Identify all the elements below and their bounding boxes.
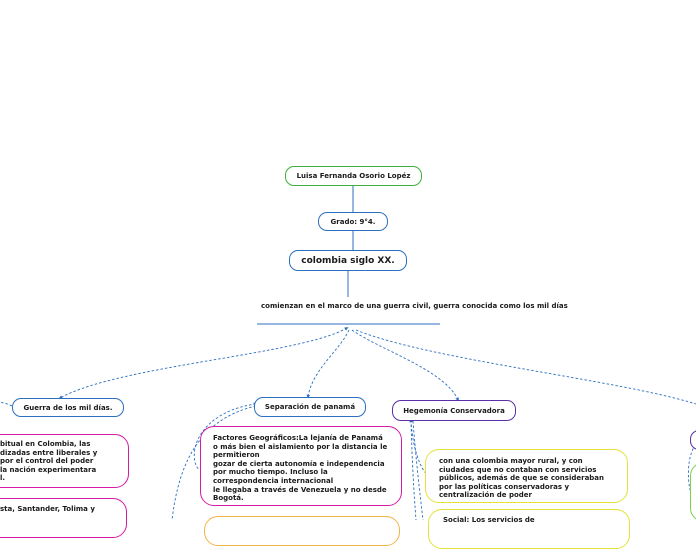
hegemony-rural-line-4: por las políticas conservadoras y <box>439 482 570 491</box>
intro-line-1: comienzan en el marco de una guerra civi… <box>261 302 431 310</box>
grade-node[interactable]: Grado: 9°4. <box>318 212 388 231</box>
grade-label: Grado: 9°4. <box>330 217 376 226</box>
panama-geo-line-3: permitieron <box>213 451 260 460</box>
war-detail-card[interactable]: bitual en Colombia, las dizadas entre li… <box>0 434 129 488</box>
intro-note[interactable]: comienzan en el marco de una guerra civi… <box>261 302 568 311</box>
hegemony-social-card[interactable]: Social: Los servicios de <box>428 509 630 549</box>
branch-panama-label: Separación de panamá <box>264 403 356 411</box>
panama-geo-line-8: Bogotá. <box>213 494 244 503</box>
panama-geography-card[interactable]: Factores Geográficos:La lejanía de Panam… <box>200 426 402 506</box>
hegemony-rural-line-1: con una colombia mayor rural, y con <box>439 457 583 465</box>
panama-geo-line-7: le llegaba a través de Venezuela y no de… <box>213 485 387 494</box>
connector-hegemony-down <box>410 419 417 520</box>
war-detail-line-1: bitual en Colombia, las <box>0 440 91 448</box>
connector-hub-right <box>355 329 696 405</box>
connector-hub-panama <box>306 329 350 399</box>
connector-war-left <box>0 401 13 407</box>
connector-hegemony-down-2 <box>412 420 424 520</box>
branch-hegemony-node[interactable]: Hegemonía Conservadora <box>392 400 516 421</box>
hegemony-rural-line-5: centralización de poder <box>439 491 533 500</box>
author-node[interactable]: Luisa Fernanda Osorio Lopéz <box>285 166 422 186</box>
war-detail-line-2: dizadas entre liberales y <box>0 448 98 457</box>
main-topic-label: colombia siglo XX. <box>301 255 395 266</box>
panama-geo-line-6: correspondencia internacional <box>213 476 334 485</box>
connector-hub-war <box>58 327 349 399</box>
branch-hegemony-label: Hegemonía Conservadora <box>403 406 505 415</box>
war-detail-line-5: l. <box>0 474 6 483</box>
hegemony-rural-card[interactable]: con una colombia mayor rural, y con ciud… <box>425 449 628 503</box>
panama-geo-line-1: Factores Geográficos:La lejanía de Panam… <box>213 434 383 442</box>
right-lime-card[interactable] <box>690 462 696 522</box>
hegemony-rural-line-3: públicos, además de que se consideraban <box>439 474 605 483</box>
war-regions-line-1: sta, Santander, Tolima y <box>0 505 95 513</box>
panama-geo-line-5: por mucho tiempo. Incluso la <box>213 468 328 477</box>
main-topic-node[interactable]: colombia siglo XX. <box>289 250 407 271</box>
panama-geo-line-4: gozar de cierta autonomía e independenci… <box>213 459 385 468</box>
branch-panama-node[interactable]: Separación de panamá <box>254 397 366 417</box>
war-detail-line-4: la nación experimentara <box>0 465 97 474</box>
hegemony-social-line-1: Social: Los servicios de <box>443 516 535 524</box>
branch-war-label: Guerra de los mil días. <box>23 403 113 412</box>
connector-panama-card <box>193 402 258 472</box>
connector-panama-down <box>171 405 257 520</box>
connector-hub-hegemony <box>351 329 459 402</box>
hegemony-rural-line-2: ciudades que no contaban con servicios <box>439 465 597 474</box>
panama-second-card[interactable] <box>204 516 400 546</box>
branch-war-node[interactable]: Guerra de los mil días. <box>12 398 124 417</box>
war-detail-line-3: por el control del poder <box>0 457 94 466</box>
author-label: Luisa Fernanda Osorio Lopéz <box>296 172 411 180</box>
war-regions-card[interactable]: sta, Santander, Tolima y <box>0 498 127 538</box>
intro-line-2: guerra conocida como los mil días <box>433 302 568 310</box>
panama-geo-line-2: o más bien el aislamiento por la distanc… <box>213 442 388 451</box>
